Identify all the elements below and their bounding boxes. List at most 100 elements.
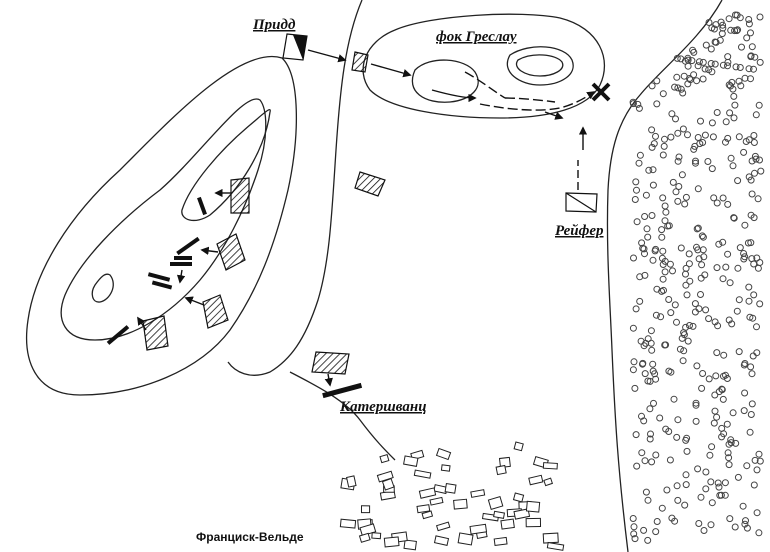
tree-icon bbox=[697, 493, 705, 501]
tree-icon bbox=[747, 363, 755, 371]
house-icon bbox=[525, 517, 542, 528]
tree-icon bbox=[661, 268, 669, 276]
tree-icon bbox=[724, 58, 732, 66]
house-icon bbox=[413, 469, 432, 479]
tree-icon bbox=[752, 155, 760, 163]
tree-icon bbox=[755, 101, 763, 109]
tree-icon bbox=[690, 145, 698, 153]
tree-icon bbox=[636, 151, 644, 159]
unit-reifer bbox=[565, 192, 598, 213]
tree-icon bbox=[658, 226, 666, 234]
tree-icon bbox=[693, 362, 701, 370]
tree-icon bbox=[653, 518, 661, 525]
tree-icon bbox=[713, 413, 721, 421]
tree-icon bbox=[640, 245, 648, 253]
tree-icon bbox=[674, 416, 682, 424]
tree-icon bbox=[669, 178, 677, 186]
tree-icon bbox=[632, 431, 640, 439]
tree-icon bbox=[751, 152, 759, 160]
battle-cross-icon bbox=[591, 82, 611, 102]
tree-icon bbox=[658, 233, 666, 241]
tree-icon bbox=[751, 169, 758, 177]
tree-icon bbox=[750, 481, 758, 489]
tree-icon bbox=[646, 405, 654, 413]
tree-icon bbox=[691, 142, 699, 150]
tree-icon bbox=[748, 157, 756, 165]
house-icon bbox=[403, 539, 417, 551]
tree-icon bbox=[730, 92, 738, 100]
tree-icon bbox=[683, 291, 691, 299]
house-icon bbox=[435, 447, 452, 461]
tree-icon bbox=[661, 135, 668, 143]
tree-icon bbox=[649, 181, 657, 189]
tree-icon bbox=[702, 41, 710, 49]
tree-icon bbox=[722, 263, 730, 271]
tree-icon bbox=[725, 440, 733, 448]
tree-icon bbox=[754, 264, 762, 272]
tree-icon bbox=[653, 77, 661, 85]
tree-icon bbox=[722, 138, 729, 146]
tree-icon bbox=[645, 166, 653, 174]
tree-icon bbox=[684, 131, 691, 139]
tree-icon bbox=[697, 117, 704, 125]
tree-icon bbox=[747, 211, 755, 219]
label-reifer: Рейфер bbox=[555, 223, 604, 239]
house-icon bbox=[421, 510, 434, 520]
tree-icon bbox=[672, 188, 680, 196]
tree-icon bbox=[662, 341, 670, 349]
tree-icon bbox=[660, 142, 668, 150]
tree-icon bbox=[642, 488, 650, 496]
tree-icon bbox=[753, 509, 761, 517]
tree-icon bbox=[698, 261, 706, 269]
tree-icon bbox=[633, 218, 641, 226]
tree-icon bbox=[743, 462, 751, 470]
unit-center-hatched bbox=[354, 171, 386, 197]
tree-icon bbox=[753, 466, 761, 474]
tree-icon bbox=[747, 52, 755, 60]
tree-icon bbox=[695, 520, 703, 527]
tree-icon bbox=[650, 399, 657, 407]
tree-icon bbox=[710, 194, 718, 202]
tree-icon bbox=[692, 399, 700, 407]
tree-icon bbox=[676, 345, 684, 353]
tree-icon bbox=[752, 111, 760, 119]
tree-icon bbox=[708, 119, 716, 127]
river-lines bbox=[227, 0, 723, 552]
tree-icon bbox=[727, 436, 735, 444]
tree-icon bbox=[648, 82, 656, 90]
tree-icon bbox=[747, 239, 755, 247]
tree-icon bbox=[636, 273, 644, 281]
tree-icon bbox=[683, 434, 691, 442]
tree-icon bbox=[715, 483, 723, 491]
tree-icon bbox=[722, 371, 729, 379]
house-icon bbox=[470, 489, 486, 498]
tree-icon bbox=[644, 536, 652, 544]
tree-icon bbox=[725, 454, 733, 462]
label-katershvants: Катершванц bbox=[339, 399, 427, 415]
tree-icon bbox=[667, 133, 675, 141]
tree-icon bbox=[641, 271, 649, 279]
tree-icon bbox=[658, 254, 666, 262]
house-icon bbox=[358, 532, 371, 543]
tree-icon bbox=[747, 29, 754, 37]
tree-icon bbox=[665, 428, 673, 435]
tree-icon bbox=[673, 433, 681, 441]
house-icon bbox=[339, 518, 357, 529]
tree-icon bbox=[722, 118, 730, 126]
tree-icon bbox=[669, 267, 676, 275]
tree-icon bbox=[699, 139, 707, 146]
tree-icon bbox=[700, 253, 708, 261]
tree-icon bbox=[712, 372, 720, 380]
tree-icon bbox=[727, 26, 735, 34]
tree-icon bbox=[753, 323, 760, 331]
tree-icon bbox=[647, 327, 655, 335]
tree-icon bbox=[738, 43, 745, 51]
tree-icon bbox=[679, 89, 687, 97]
tree-icon bbox=[680, 347, 688, 355]
tree-icon bbox=[745, 16, 753, 23]
tree-icon bbox=[710, 25, 718, 33]
tree-icon bbox=[698, 232, 706, 240]
tree-icon bbox=[701, 131, 709, 139]
tree-icon bbox=[756, 13, 764, 21]
tree-icon bbox=[719, 194, 727, 202]
